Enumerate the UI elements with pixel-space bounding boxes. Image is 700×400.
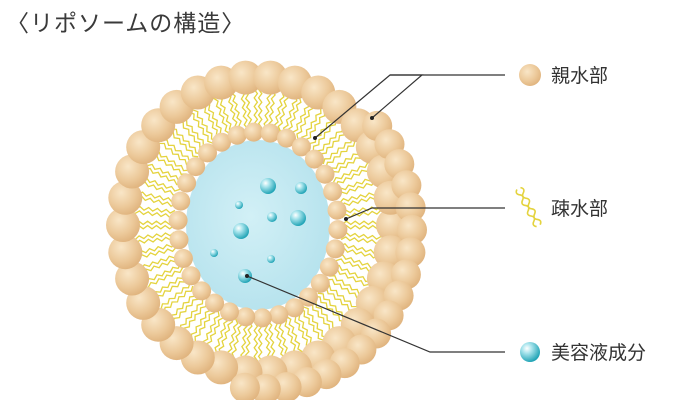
inner-lipid-head [323, 182, 343, 201]
lipid-tail [287, 93, 305, 135]
ingredient-droplet [290, 210, 306, 226]
leader-lines [246, 74, 505, 353]
ingredient-droplet [233, 223, 249, 239]
lipid-tail [143, 160, 185, 182]
inner-lipid-head [227, 125, 247, 145]
hydrophobic-leader-line [345, 207, 505, 220]
inner-lipid-head [252, 308, 272, 328]
lipid-tail [130, 231, 175, 241]
lipid-tail [156, 138, 193, 166]
outer-lipid-head [229, 372, 260, 400]
hydrophilic-legend-label: 親水部 [551, 65, 608, 87]
ingredient-droplet [260, 178, 276, 194]
ingredient-droplet [295, 182, 307, 194]
inner-lipid-head [319, 257, 339, 277]
aqueous-core [186, 140, 330, 310]
ingredient-droplet [235, 201, 243, 209]
lipid-tail [273, 87, 287, 131]
lipid-tail [301, 105, 326, 143]
ingredient-leader-line [246, 275, 505, 353]
lipid-tail [192, 104, 217, 142]
outer-lipid-head [115, 261, 150, 296]
lipid-tail [155, 282, 191, 310]
inner-lipid-head [169, 230, 189, 250]
inner-lipid-head [310, 273, 330, 293]
inner-lipid-head [212, 132, 231, 152]
lipid-tail [272, 319, 286, 363]
inner-lipid-head [304, 149, 324, 169]
hydrophilic-leader-line-outer [371, 74, 424, 119]
lipid-tail [229, 319, 243, 363]
ingredient-droplets [210, 178, 307, 283]
inner-lipid-head [205, 293, 225, 313]
ingredient-legend-label: 美容液成分 [551, 342, 646, 364]
ingredient-droplet [267, 212, 277, 222]
ingredient-legend-icon [520, 342, 540, 362]
inner-lipid-head [198, 143, 217, 163]
inner-lipid-head [181, 266, 201, 286]
inner-lipid-head [327, 200, 347, 220]
inner-lipid-head [299, 287, 318, 307]
inner-lipid-head [186, 157, 206, 177]
hydrophobic-legend-label: 疎水部 [551, 198, 608, 220]
outer-lipid-head [397, 214, 427, 245]
outer-hydrophilic-heads [106, 60, 427, 400]
lipid-tail [212, 92, 231, 135]
inner-lipid-head [220, 302, 239, 322]
leader-dots [245, 116, 374, 278]
outer-lipid-head [106, 208, 140, 242]
lipid-tail [302, 306, 328, 344]
lipid-tail [341, 231, 386, 241]
outer-lipid-head [108, 235, 143, 270]
lipid-tail [188, 106, 214, 144]
legend: 親水部 疎水部 美容液成分 [515, 64, 646, 364]
inner-lipid-head [325, 239, 345, 259]
inner-lipid-head [168, 210, 188, 230]
inner-lipid-head [260, 123, 280, 143]
lipid-tail [331, 268, 373, 290]
lipid-tail [332, 161, 374, 183]
lipid-tail [130, 209, 175, 219]
lipid-tail [285, 315, 304, 358]
inner-lipid-head [173, 249, 193, 268]
inner-lipid-head [171, 191, 191, 211]
lipid-tail [230, 87, 244, 131]
outer-lipid-head [228, 60, 263, 95]
lipid-tail [142, 267, 184, 289]
lipid-tail [253, 321, 259, 366]
inner-hydrophilic-heads [168, 122, 348, 328]
inner-lipid-head [244, 122, 264, 142]
hydrophobic-legend-icon [515, 186, 542, 228]
hydrophilic-legend-icon [519, 64, 541, 86]
inner-lipid-head [315, 164, 335, 184]
lipid-tail [211, 315, 229, 357]
lipid-tail [257, 321, 263, 366]
inner-lipid-head [192, 281, 212, 301]
inner-lipid-head [177, 173, 197, 193]
outer-lipid-head [108, 180, 143, 215]
lipid-tail [190, 307, 215, 345]
ingredient-droplet [267, 255, 275, 263]
lipid-tail [341, 209, 386, 219]
lipid-tail [253, 84, 259, 129]
lipid-tail [299, 308, 324, 346]
inner-lipid-head [328, 220, 348, 240]
inner-lipid-head [277, 128, 296, 148]
inner-lipid-head [269, 305, 289, 325]
inner-lipid-head [285, 298, 304, 318]
diagram-title: 〈リポソームの構造〉 [6, 11, 246, 37]
lipid-tail [325, 140, 361, 168]
inner-lipid-head [291, 137, 311, 157]
ingredient-droplet [210, 249, 218, 257]
inner-lipid-head [236, 307, 256, 327]
lipid-tail [323, 284, 360, 312]
lipid-tail [257, 84, 263, 129]
